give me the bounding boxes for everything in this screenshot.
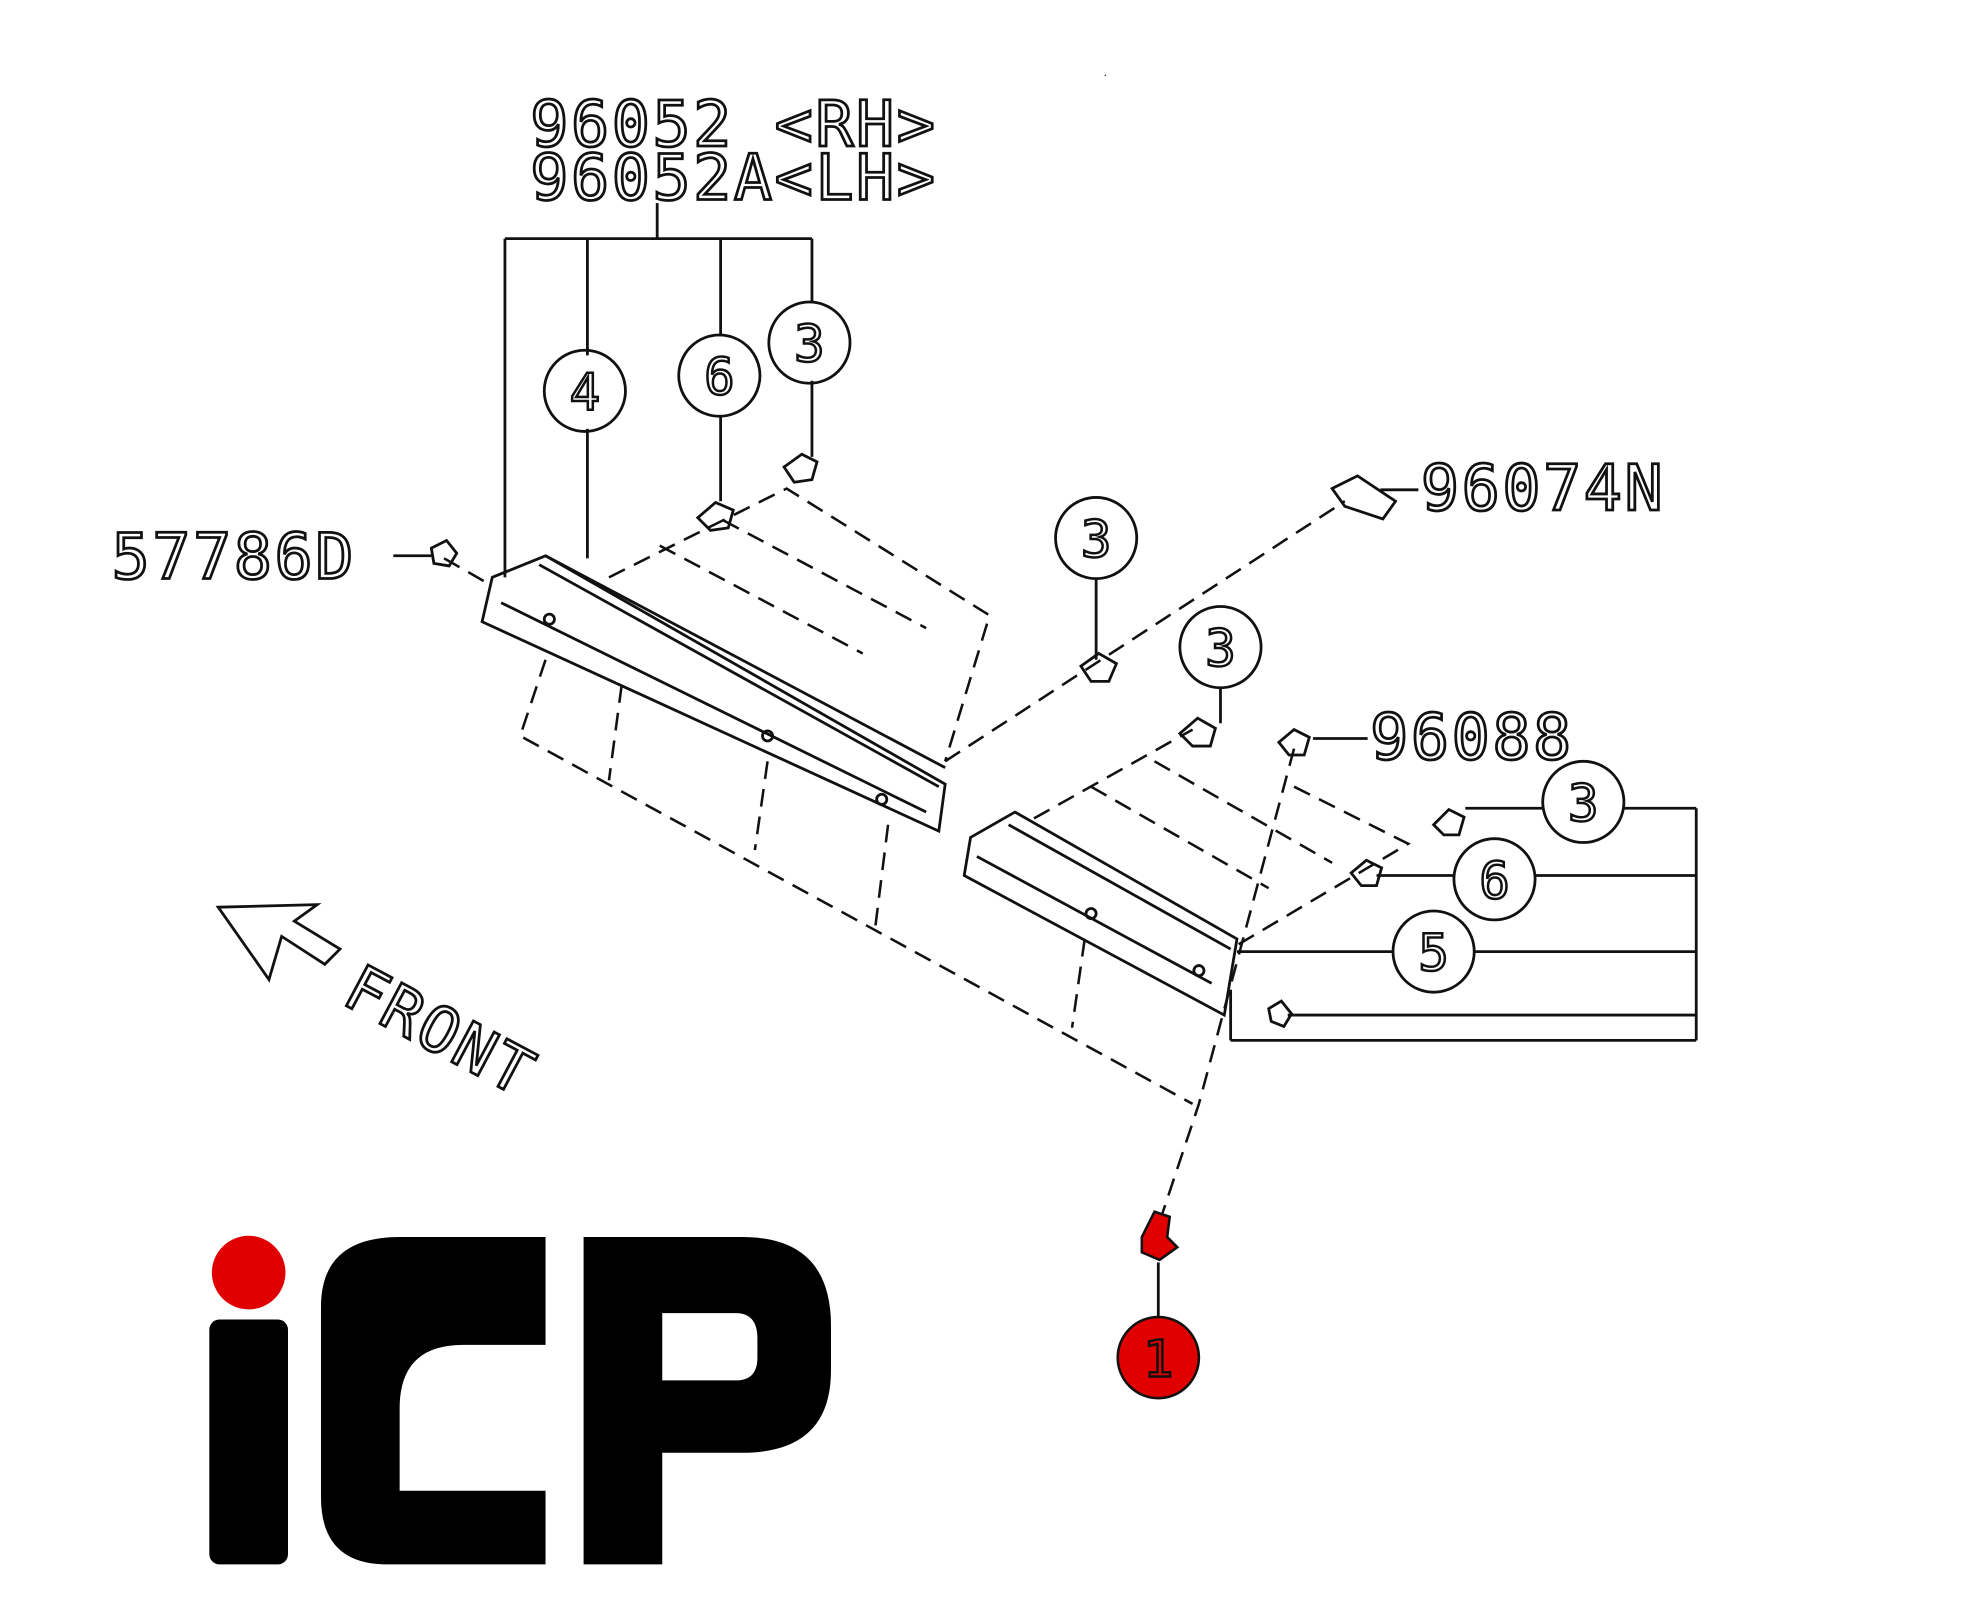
callout-1: 1	[1143, 1330, 1174, 1389]
callout-6-lower: 6	[1452, 837, 1537, 922]
clips	[429, 452, 1466, 1029]
front-arrow-icon	[215, 903, 343, 983]
callout-4: 4	[542, 348, 627, 433]
svg-text:4: 4	[570, 363, 601, 422]
dashed-outline-left	[443, 487, 1346, 1105]
callout-5: 5	[1391, 909, 1476, 994]
front-label: FRONT	[333, 950, 548, 1111]
label-96088: 96088	[1370, 700, 1574, 774]
svg-text:3: 3	[1205, 619, 1236, 678]
svg-text:6: 6	[704, 348, 735, 407]
dashed-outline-right	[1033, 728, 1411, 1219]
label-96052a-lh: 96052A<LH>	[530, 140, 937, 214]
label-57786d: 57786D	[112, 520, 356, 594]
right-bracket	[1229, 806, 1698, 1042]
callout-3-mid: 3	[1054, 496, 1139, 660]
callout-3-top: 3	[767, 300, 852, 385]
callout-3-right: 3	[1178, 605, 1263, 724]
label-96074n: 96074N	[1421, 451, 1665, 525]
callout-3-lower: 3	[1541, 759, 1626, 844]
logo-dot	[211, 1235, 286, 1310]
leader-tree	[503, 203, 814, 578]
label-96052-rh: 96052 <RH>	[530, 87, 937, 161]
side-sill-left	[480, 554, 947, 834]
svg-text:3: 3	[1081, 510, 1112, 569]
highlighted-part-1: 1	[1116, 1210, 1201, 1400]
svg-text:3: 3	[1568, 774, 1599, 833]
callout-6-top: 6	[677, 333, 762, 418]
svg-text:6: 6	[1479, 851, 1510, 910]
svg-text:3: 3	[794, 315, 825, 374]
icp-logo	[209, 1235, 831, 1565]
stray-dot: .	[1104, 65, 1107, 79]
side-sill-right	[962, 810, 1239, 1018]
svg-text:5: 5	[1418, 924, 1449, 983]
